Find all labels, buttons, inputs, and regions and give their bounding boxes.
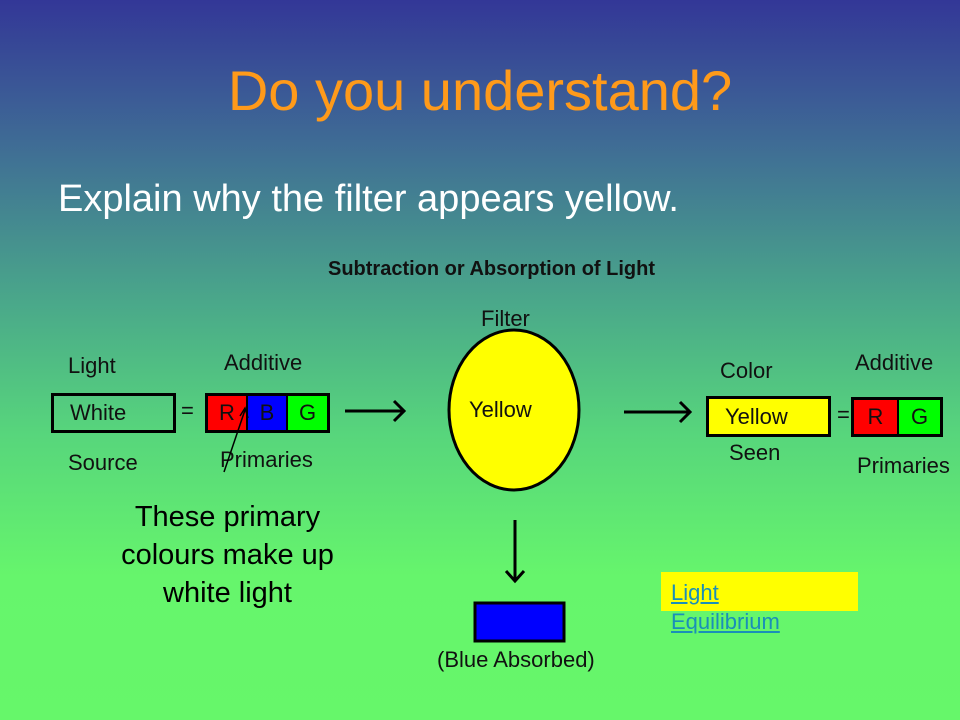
- red-cell-2: R: [854, 400, 899, 434]
- yellow-text: Yellow: [725, 403, 788, 429]
- blue-cell: B: [248, 396, 288, 430]
- link-line-2[interactable]: Equilibrium: [671, 609, 780, 634]
- primary-colours-note: These primary colours make up white ligh…: [121, 501, 334, 609]
- light-label: Light: [68, 353, 116, 378]
- link-line-1[interactable]: Light: [671, 580, 719, 605]
- yellow-seen-box: Yellow: [706, 396, 831, 437]
- seen-label: Seen: [729, 440, 781, 465]
- pointer-arrow: [223, 406, 249, 473]
- blue-absorbed-rect: [473, 601, 566, 643]
- slide-title: Do you understand?: [227, 59, 733, 122]
- blue-absorbed-label: (Blue Absorbed): [437, 647, 595, 672]
- filter-label: Filter: [481, 306, 530, 331]
- equals-sign: =: [181, 398, 194, 423]
- yellow-filter-circle: [447, 328, 581, 492]
- white-text: White: [70, 400, 127, 425]
- green-cell-2: G: [899, 400, 940, 434]
- question-text: Explain why the filter appears yellow.: [58, 178, 679, 220]
- primaries-label: Primaries: [220, 447, 313, 472]
- additive-label-2: Additive: [855, 350, 934, 375]
- arrow-right-icon: [624, 400, 693, 424]
- arrow-down-icon: [504, 520, 526, 584]
- diagram-title: Subtraction or Absorption of Light: [328, 258, 655, 280]
- rbg-primaries-box: R B G: [205, 393, 330, 433]
- arrow-right-icon: [345, 399, 407, 423]
- filter-text: Yellow: [469, 397, 532, 422]
- source-label: Source: [68, 450, 138, 475]
- rg-primaries-box: R G: [851, 397, 943, 437]
- white-box: White: [51, 393, 176, 433]
- primaries-label-2: Primaries: [857, 453, 950, 478]
- color-label: Color: [720, 358, 773, 383]
- equals-sign-2: =: [837, 402, 850, 427]
- additive-label: Additive: [224, 350, 303, 375]
- green-cell: G: [288, 396, 327, 430]
